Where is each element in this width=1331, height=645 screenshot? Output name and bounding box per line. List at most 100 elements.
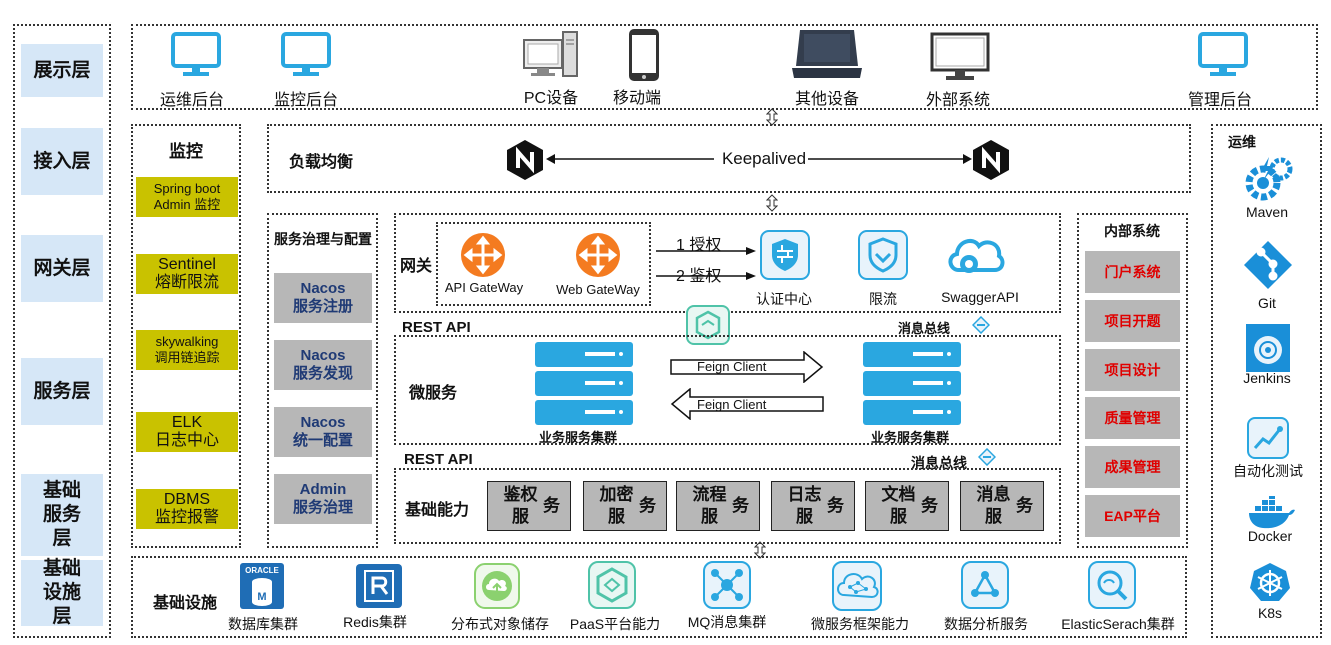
router-orange-icon bbox=[461, 233, 505, 277]
internal-systems-title: 内部系统 bbox=[1104, 223, 1160, 239]
ops-k8s-label: K8s bbox=[1257, 605, 1283, 621]
microservice-panel bbox=[394, 335, 1061, 445]
base-service-label: 务 bbox=[543, 496, 560, 515]
double-arrow-icon bbox=[766, 194, 778, 212]
governance-item-line: 服务注册 bbox=[292, 298, 353, 315]
monitor-title: 监控 bbox=[169, 142, 203, 161]
keepalived-arrow bbox=[546, 154, 972, 164]
feign-client-label: Feign Client bbox=[697, 359, 767, 374]
swagger-label: SwaggerAPI bbox=[941, 289, 1019, 305]
internal-item-eap: EAP平台 bbox=[1085, 495, 1180, 537]
ops-maven-label: Maven bbox=[1245, 204, 1289, 220]
monitor-item-line: 日志中心 bbox=[154, 432, 219, 449]
database-cylinder-icon: M bbox=[252, 578, 272, 606]
message-bus-icon bbox=[972, 316, 990, 334]
base-service-label: 务 bbox=[639, 496, 656, 515]
base-service-document: 文档服务 bbox=[865, 481, 949, 531]
infra-paas-label: PaaS平台能力 bbox=[569, 616, 661, 632]
feign-client-label: Feign Client bbox=[697, 397, 767, 412]
base-service-message: 消息服务 bbox=[960, 481, 1044, 531]
internal-item-portal: 门户系统 bbox=[1085, 251, 1180, 293]
infrastructure-panel bbox=[131, 556, 1187, 638]
mq-cluster-icon bbox=[703, 561, 751, 609]
display-label-external: 外部系统 bbox=[925, 92, 991, 109]
oracle-db-icon: ORACLE M bbox=[240, 563, 284, 609]
oracle-logo-text: ORACLE bbox=[245, 566, 279, 575]
monitor-item-line: Spring boot bbox=[153, 181, 221, 196]
rate-limit-shield-icon bbox=[858, 230, 908, 280]
governance-item-line: Nacos bbox=[300, 280, 346, 297]
rest-api-label: REST API bbox=[402, 319, 471, 336]
swagger-cloud-icon bbox=[948, 238, 1005, 273]
access-panel bbox=[267, 124, 1191, 193]
web-gateway-label: Web GateWay bbox=[556, 282, 640, 297]
monitor-icon bbox=[281, 32, 331, 76]
base-service-label: 务 bbox=[732, 496, 749, 515]
ops-git-label: Git bbox=[1258, 295, 1276, 311]
auth-step-2: 2 鉴权 bbox=[676, 268, 722, 285]
base-service-label: 鉴权服 bbox=[503, 485, 538, 526]
message-bus-icon bbox=[978, 448, 996, 466]
cluster-left-label: 业务服务集群 bbox=[538, 430, 618, 445]
layer-column bbox=[13, 24, 111, 638]
docker-whale-icon bbox=[1249, 496, 1295, 529]
infra-redis-label: Redis集群 bbox=[343, 614, 407, 630]
firewall-shield-icon bbox=[760, 230, 810, 280]
layer-infrastructure: 基础设施层 bbox=[21, 558, 103, 627]
governance-item-line: 服务发现 bbox=[292, 365, 353, 382]
base-service-workflow: 流程服务 bbox=[676, 481, 760, 531]
governance-item-line: 统一配置 bbox=[292, 432, 353, 449]
rest-api-label: REST API bbox=[404, 451, 473, 468]
governance-item-line: Admin bbox=[299, 481, 347, 498]
feign-arrow-right bbox=[670, 351, 824, 383]
base-service-log: 日志服务 bbox=[771, 481, 855, 531]
laptop-dark-icon bbox=[792, 30, 862, 78]
infra-microservice-framework-label: 微服务框架能力 bbox=[811, 616, 909, 632]
display-panel bbox=[131, 24, 1318, 110]
server-stack-icon bbox=[863, 342, 961, 425]
base-service-auth: 鉴权服务 bbox=[487, 481, 571, 531]
display-label-mobile: 移动端 bbox=[612, 90, 662, 107]
base-capability-title: 基础能力 bbox=[405, 502, 470, 519]
governance-item-line: Nacos bbox=[300, 347, 346, 364]
ops-docker-label: Docker bbox=[1247, 528, 1293, 544]
base-service-label: 务 bbox=[921, 496, 938, 515]
keepalived-label: Keepalived bbox=[721, 149, 807, 168]
governance-item-line: Nacos bbox=[300, 414, 346, 431]
infra-data-analysis-label: 数据分析服务 bbox=[944, 616, 1028, 632]
ops-panel bbox=[1211, 124, 1322, 638]
microservice-title: 微服务 bbox=[409, 385, 458, 402]
layer-infrastructure-label: 基础设施层 bbox=[42, 558, 81, 627]
auth-center-label: 认证中心 bbox=[756, 291, 812, 307]
layer-base-service: 基础服务层 bbox=[21, 474, 103, 556]
infra-database-label: 数据库集群 bbox=[228, 616, 298, 632]
base-capability-panel bbox=[394, 468, 1061, 544]
monitor-item-line: DBMS bbox=[163, 491, 211, 508]
maven-gear-icon bbox=[1245, 157, 1293, 201]
paas-platform-icon bbox=[588, 561, 636, 609]
display-label-other: 其他设备 bbox=[794, 91, 860, 108]
display-label-monitor: 监控后台 bbox=[273, 92, 339, 109]
rate-limit-label: 限流 bbox=[869, 291, 897, 307]
svg-text:M: M bbox=[257, 591, 266, 603]
api-gateway-label: API GateWay bbox=[444, 280, 524, 295]
auth-step-1: 1 授权 bbox=[676, 237, 722, 254]
server-stack-icon bbox=[535, 342, 633, 425]
display-label-pc: PC设备 bbox=[523, 90, 579, 107]
governance-title: 服务治理与配置 bbox=[274, 231, 372, 247]
message-bus-label: 消息总线 bbox=[898, 321, 951, 336]
base-service-label: 务 bbox=[827, 496, 844, 515]
cloud-storage-icon bbox=[474, 563, 520, 609]
base-service-label: 务 bbox=[1016, 496, 1033, 515]
internal-item-quality: 质量管理 bbox=[1085, 397, 1180, 439]
internal-systems-panel bbox=[1077, 213, 1188, 548]
ops-jenkins-label: Jenkins bbox=[1243, 370, 1291, 386]
load-balancer-title: 负载均衡 bbox=[289, 154, 354, 171]
infra-mq-label: MQ消息集群 bbox=[687, 614, 767, 630]
auth-arrows bbox=[656, 247, 756, 280]
